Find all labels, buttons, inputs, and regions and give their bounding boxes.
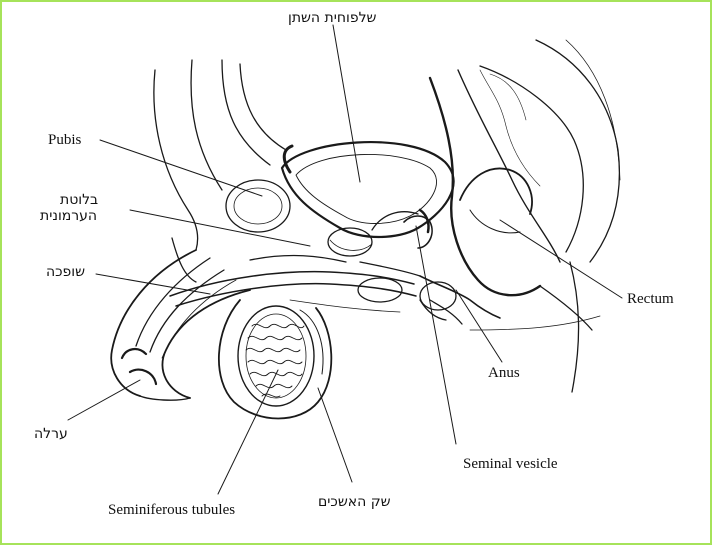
label-pubis: Pubis [48,132,82,148]
label-scrotum: שק האשכים [318,494,391,510]
testis [237,305,315,407]
seminiferous-tubules [245,323,305,398]
seminal-vesicle [403,215,433,249]
pubic-bone [225,179,291,233]
label-rectum: Rectum [627,291,674,307]
urethra [169,270,415,297]
label-urethra: שופכה [46,264,86,280]
label-foreskin: ערלה [34,426,68,442]
label-prostate-line2: הערמונית [40,208,98,224]
penis-upper [110,249,197,397]
label-seminal-vesicle: Seminal vesicle [463,456,558,472]
bladder [280,141,455,239]
prostate [327,227,373,257]
leader-lines [67,24,623,495]
abdominal-wall [153,69,199,251]
label-bladder: שלפוחית השתן [288,10,377,26]
rectum [428,76,542,297]
anal-canal [419,275,501,319]
label-prostate-line1: בלוטת [60,192,99,208]
label-anus: Anus [488,365,520,381]
scrotum [217,299,333,420]
label-seminiferous-tubules: Seminiferous tubules [108,502,236,518]
